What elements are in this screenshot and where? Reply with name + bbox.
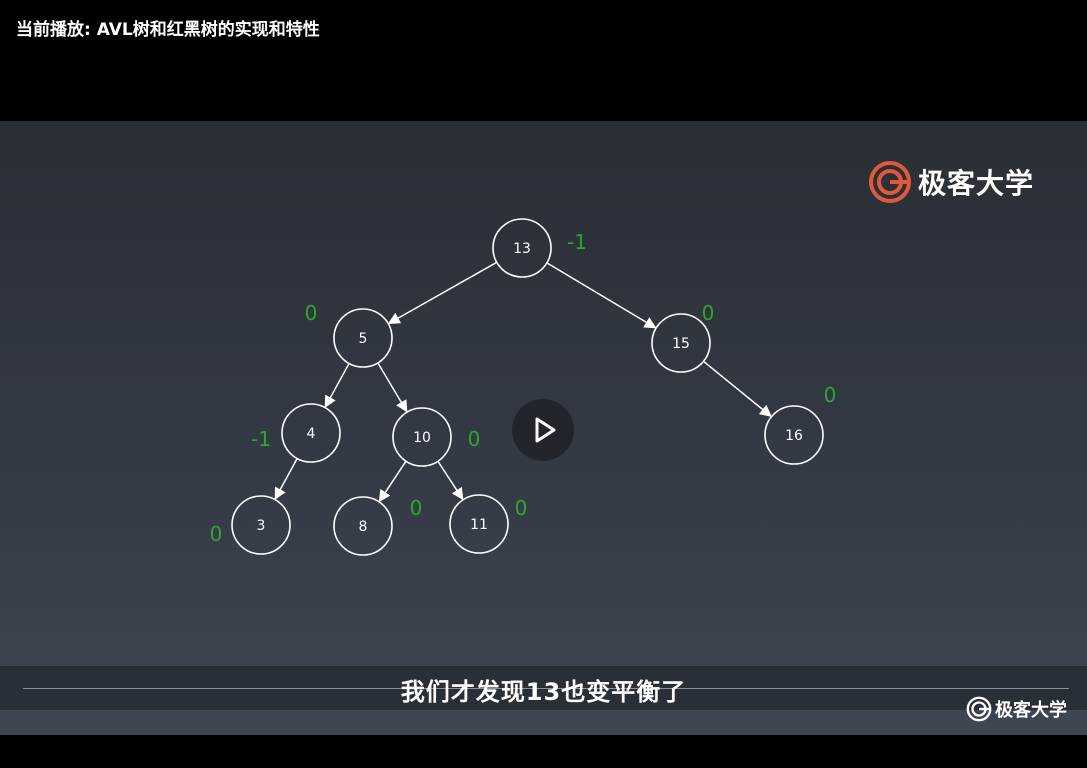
node-value: 16 <box>785 428 803 444</box>
node-circle <box>333 308 393 368</box>
tree-node-13: 13 <box>492 218 552 278</box>
node-value: 4 <box>307 426 316 442</box>
progress-line[interactable] <box>23 688 1069 689</box>
balance-factor-15: 0 <box>702 301 715 325</box>
subtitle-text: 我们才发现13也变平衡了 <box>400 678 687 706</box>
video-player[interactable]: 13 5 15 4 10 16 3 8 11 -1 0 0 -1 0 0 0 0 0 极客大学 我们才发现13也… <box>0 121 1087 735</box>
tree-edge-n5-n4 <box>324 363 350 409</box>
balance-factor-4: -1 <box>251 427 271 451</box>
node-circle <box>764 405 824 465</box>
node-value: 8 <box>359 519 368 535</box>
now-playing-title: 当前播放: AVL树和红黑树的实现和特性 <box>16 20 320 40</box>
node-circle <box>651 313 711 373</box>
tree-node-8: 8 <box>333 496 393 556</box>
avl-tree-diagram: 13 5 15 4 10 16 3 8 11 -1 0 0 -1 0 0 0 0 0 <box>210 218 837 556</box>
watermark-text: 极客大学 <box>995 700 1067 721</box>
tree-edge-n10-n8 <box>378 460 407 503</box>
geek-logo-icon <box>869 161 911 203</box>
bottom-bar <box>0 735 1087 768</box>
tree-edge-n5-n10 <box>377 362 408 413</box>
tree-edge-n13-n5 <box>387 261 498 324</box>
brand-name: 极客大学 <box>918 167 1035 200</box>
balance-factor-10: 0 <box>468 427 481 451</box>
node-circle <box>281 403 341 463</box>
node-value: 3 <box>257 518 266 534</box>
tree-node-3: 3 <box>231 495 291 555</box>
balance-factor-11: 0 <box>515 496 528 520</box>
node-circle <box>449 494 509 554</box>
tree-node-10: 10 <box>392 407 452 467</box>
tree-node-15: 15 <box>651 313 711 373</box>
node-circle <box>492 218 552 278</box>
title-bar: 当前播放: AVL树和红黑树的实现和特性 <box>0 0 1087 121</box>
node-value: 13 <box>513 241 531 257</box>
tree-edge-n10-n11 <box>437 460 464 501</box>
balance-factor-13: -1 <box>567 230 587 254</box>
node-circle <box>392 407 452 467</box>
tree-edge-n4-n3 <box>274 458 298 500</box>
tree-edge-n15-n16 <box>703 360 772 418</box>
node-value: 11 <box>470 517 488 533</box>
tree-node-4: 4 <box>281 403 341 463</box>
node-value: 10 <box>413 430 431 446</box>
tree-node-11: 11 <box>449 494 509 554</box>
play-icon <box>535 417 556 443</box>
node-value: 15 <box>672 336 690 352</box>
tree-node-16: 16 <box>764 405 824 465</box>
balance-factor-8: 0 <box>410 496 423 520</box>
brand-logo: 极客大学 <box>868 160 1034 204</box>
node-circle <box>231 495 291 555</box>
play-button[interactable] <box>512 399 574 461</box>
tree-edge-n13-n15 <box>546 262 657 329</box>
node-circle <box>333 496 393 556</box>
node-value: 5 <box>359 331 368 347</box>
tree-node-5: 5 <box>333 308 393 368</box>
geek-watermark-icon <box>966 696 992 722</box>
watermark: 极客大学 <box>966 696 1067 722</box>
balance-factor-5: 0 <box>305 301 318 325</box>
balance-factor-3: 0 <box>210 522 223 546</box>
balance-factor-16: 0 <box>824 383 837 407</box>
